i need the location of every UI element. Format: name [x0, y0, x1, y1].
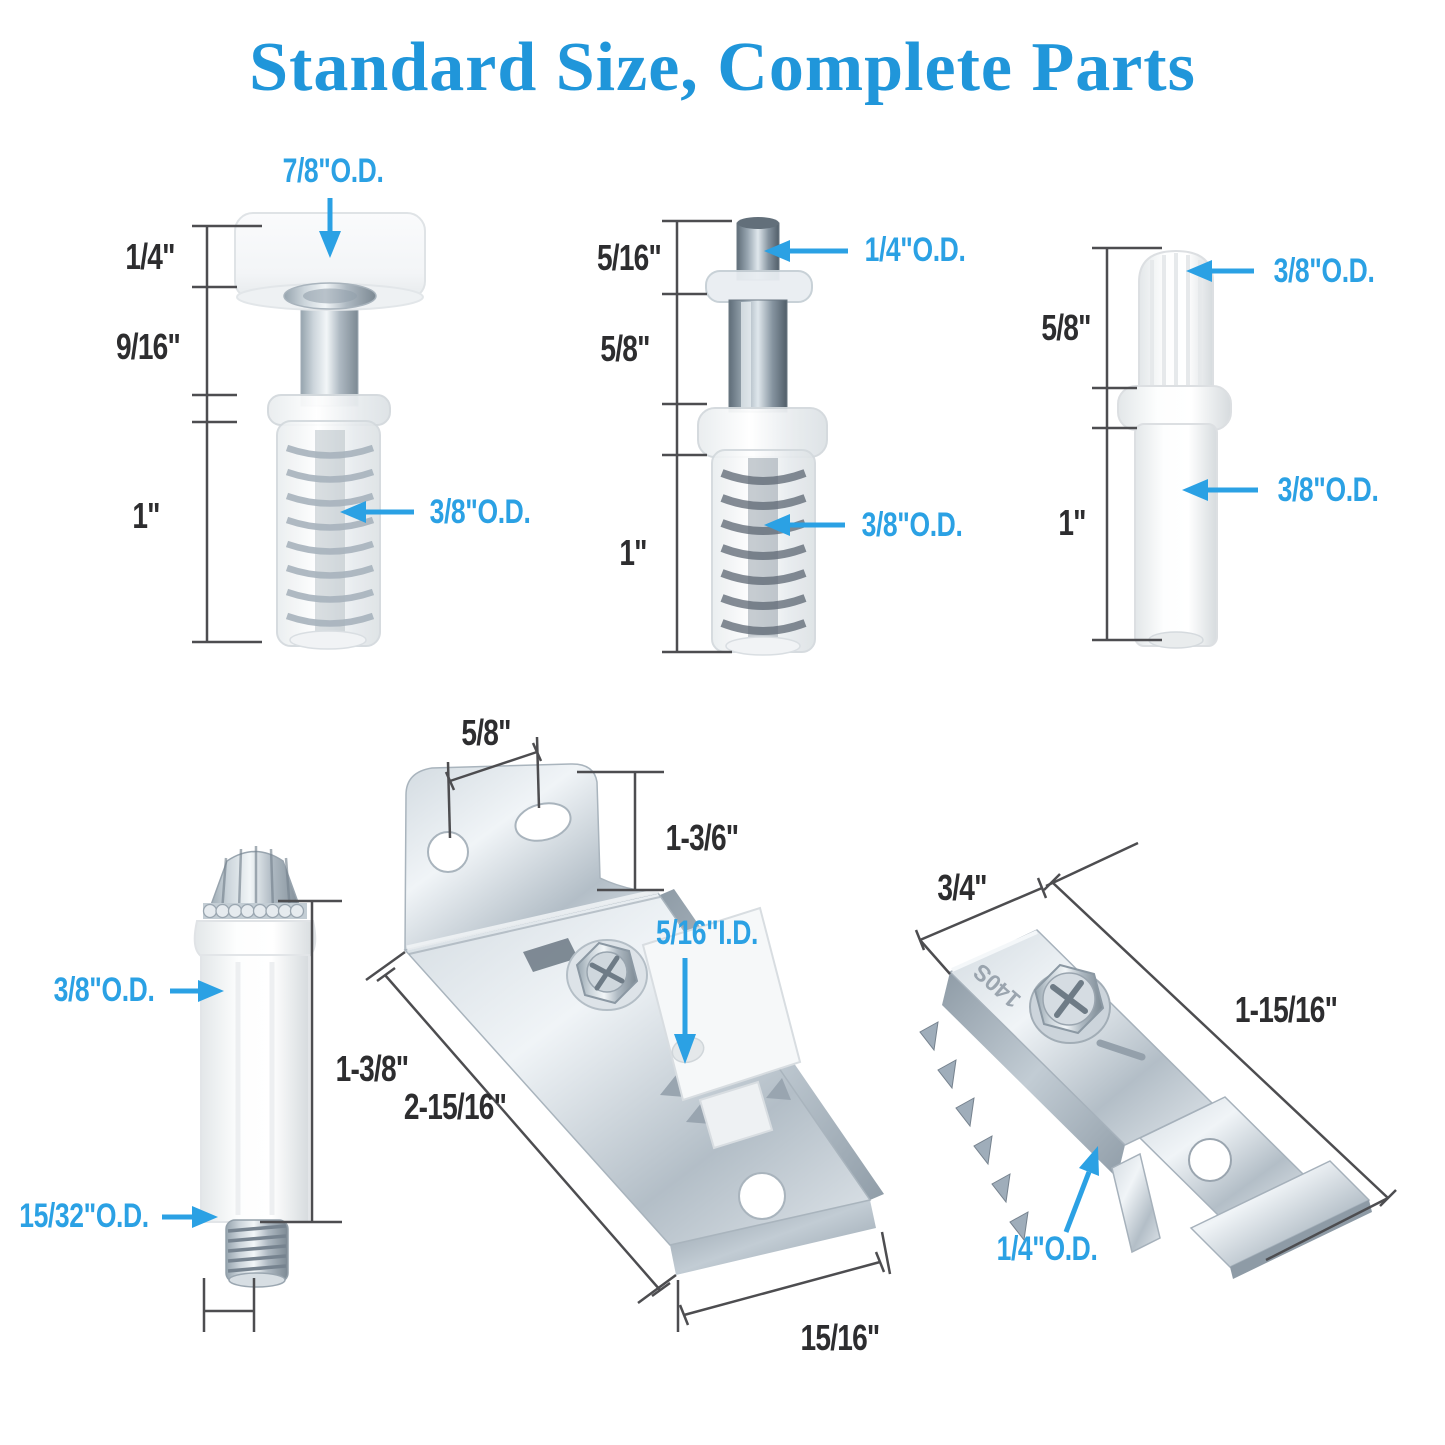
- bracket1-leg-height-dimension: [577, 770, 664, 892]
- pin2-dim-mid-label: 5/8": [600, 328, 650, 369]
- wheel-spring-pivot-image: [234, 212, 426, 650]
- pin1-body-od-arrow-icon: [340, 501, 414, 523]
- bracket1-hole-spacing-dimension: [444, 736, 543, 839]
- pin4-body-od-label: 3/8"O.D.: [53, 971, 155, 1009]
- pin1-dimension-lines: [192, 224, 262, 644]
- nylon-pivot-pin-image: [1117, 249, 1232, 649]
- threaded-pivot-pin-image: [193, 846, 317, 1288]
- pin1-top-od-arrow-icon: [319, 198, 341, 258]
- bracket1-length-dimension: [365, 950, 677, 1305]
- bracket1-width-label: 15/16": [800, 1317, 881, 1358]
- pin2-body-od-label: 3/8"O.D.: [861, 506, 963, 544]
- bracket2-length-label: 1-15/16": [1234, 989, 1338, 1030]
- pin4-body-od-arrow-icon: [170, 980, 224, 1002]
- snugger-bracket-image: 140S: [919, 929, 1372, 1279]
- pin1-dim-top-label: 1/4": [125, 236, 175, 277]
- bracket1-length-label: 2-15/16": [403, 1086, 507, 1127]
- bracket1-leg-height-label: 1-3/6": [665, 817, 739, 858]
- pin3-body-od-arrow-icon: [1182, 479, 1258, 501]
- pin2-dimension-lines: [662, 219, 732, 654]
- pin4-thread-od-arrow-icon: [162, 1206, 218, 1228]
- pin4-thread-od-label: 15/32"O.D.: [19, 1197, 149, 1235]
- pin2-dim-bottom-label: 1": [619, 532, 647, 573]
- pin1-dim-mid-label: 9/16": [115, 326, 181, 367]
- pin2-top-od-arrow-icon: [764, 240, 848, 262]
- pin2-body-od-arrow-icon: [764, 514, 845, 536]
- bracket2-hole-od-arrow-icon: [1063, 1146, 1099, 1233]
- pin1-dim-bottom-label: 1": [132, 495, 160, 536]
- page-title: Standard Size, Complete Parts: [249, 29, 1196, 106]
- pin4-height-label: 1-3/8": [335, 1048, 409, 1089]
- pin2-dim-top-label: 5/16": [596, 237, 662, 278]
- bracket1-width-dimension: [676, 1231, 892, 1332]
- pin3-dim-top-label: 5/8": [1041, 307, 1091, 348]
- pin3-top-od-arrow-icon: [1186, 260, 1254, 282]
- pin1-top-od-label: 7/8"O.D.: [282, 152, 384, 190]
- pin2-top-od-label: 1/4"O.D.: [864, 231, 966, 269]
- jamb-bracket-image: [403, 763, 884, 1275]
- bracket1-slide-id-label: 5/16"I.D.: [656, 914, 758, 952]
- bracket2-hole-od-label: 1/4"O.D.: [996, 1230, 1098, 1268]
- pin3-top-od-label: 3/8"O.D.: [1273, 252, 1375, 290]
- bracket1-hole-spacing-label: 5/8": [461, 712, 511, 753]
- bracket2-width-label: 3/4": [937, 867, 987, 908]
- bracket2-length-dimension: [1043, 873, 1397, 1262]
- pin3-dim-bottom-label: 1": [1058, 502, 1086, 543]
- pin1-body-od-label: 3/8"O.D.: [429, 493, 531, 531]
- pin4-dimension-lines: [202, 899, 342, 1332]
- bracket2-width-dimension: [914, 841, 1139, 975]
- pin3-dimension-lines: [1092, 246, 1162, 642]
- metal-spring-pivot-image: [697, 217, 828, 656]
- bracket1-slide-id-arrow-icon: [674, 958, 696, 1064]
- pin3-body-od-label: 3/8"O.D.: [1277, 471, 1379, 509]
